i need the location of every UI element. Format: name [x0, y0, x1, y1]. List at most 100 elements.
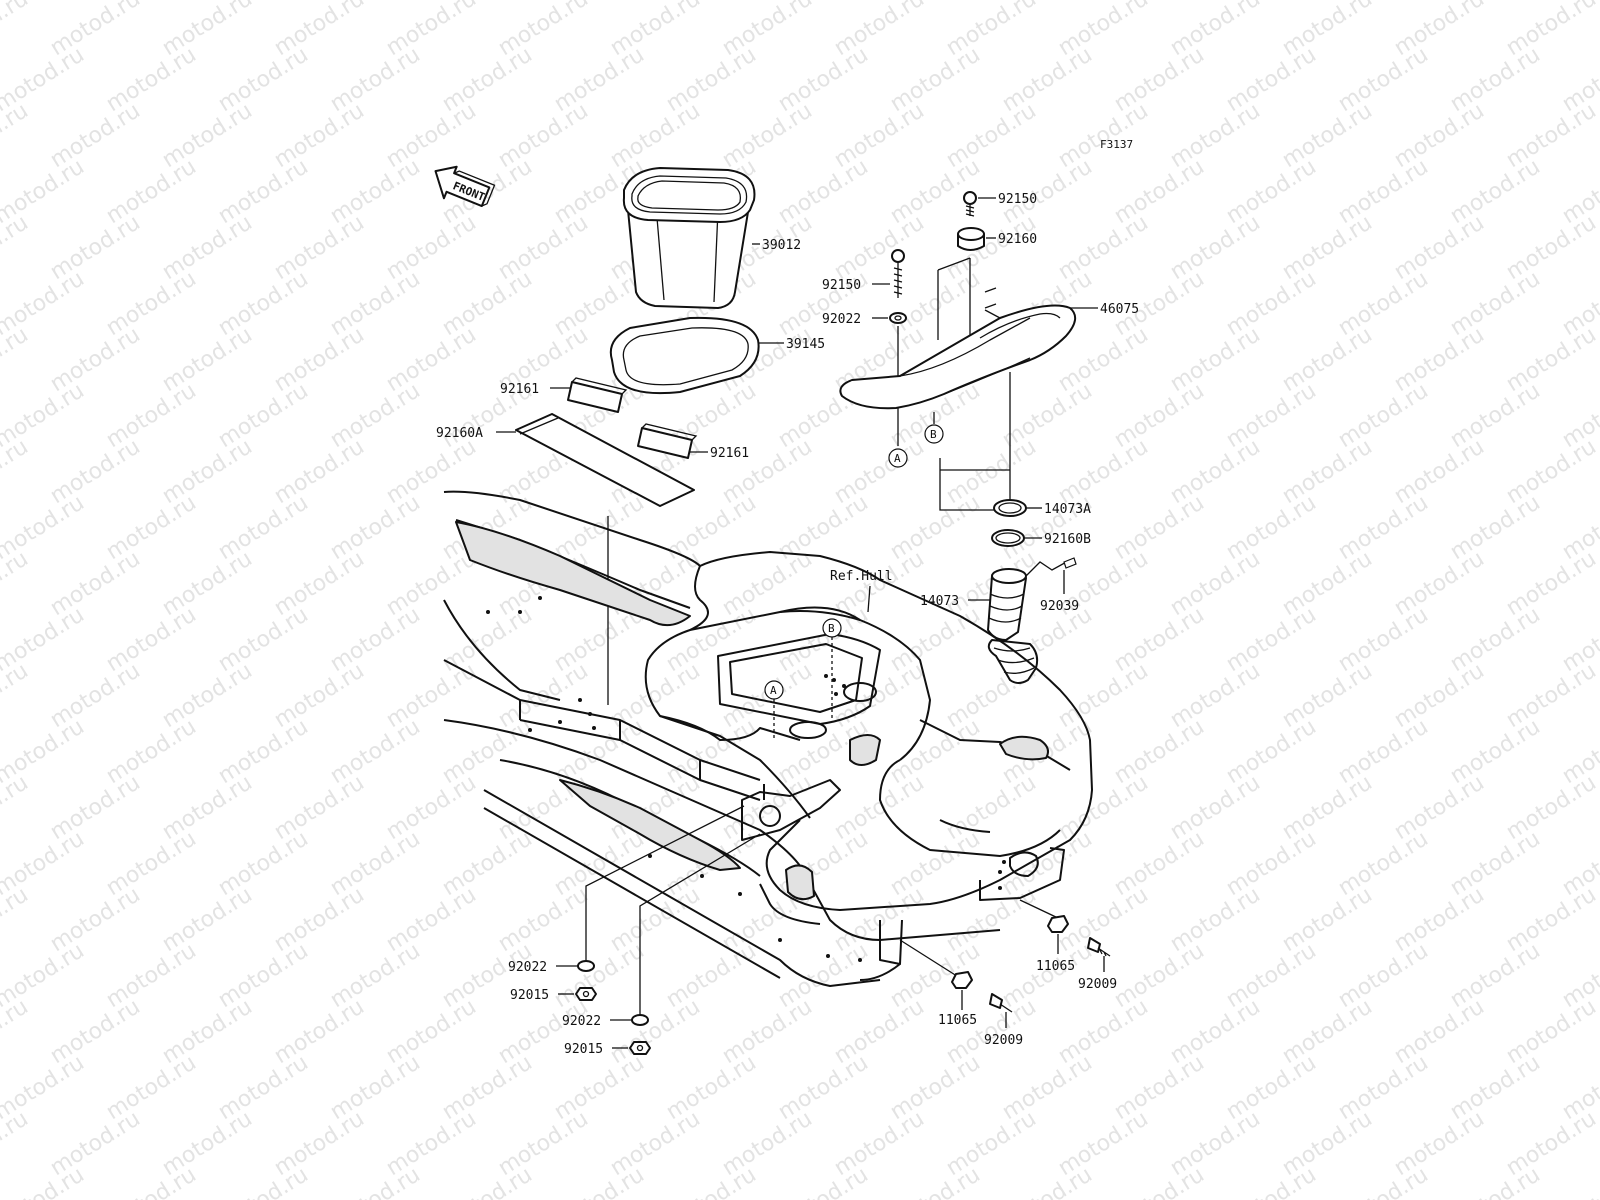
storage-bucket-part	[622, 167, 756, 309]
watermark-text: motod.ru	[1278, 994, 1377, 1069]
watermark-text: motod.ru	[1446, 1162, 1545, 1200]
collar-92160-part	[957, 227, 985, 251]
watermark-text: motod.ru	[1390, 1106, 1489, 1181]
watermark-text: motod.ru	[1054, 434, 1153, 509]
watermark-text: motod.ru	[774, 42, 873, 117]
watermark-text: motod.ru	[662, 42, 761, 117]
watermark-text: motod.ru	[1334, 490, 1433, 565]
watermark-text: motod.ru	[662, 1162, 761, 1200]
watermark-text: motod.ru	[1054, 98, 1153, 173]
watermark-text: motod.ru	[886, 602, 985, 677]
watermark-text: motod.ru	[214, 1162, 313, 1200]
watermark-text: motod.ru	[270, 322, 369, 397]
watermark-text: motod.ru	[886, 714, 985, 789]
watermark-text: motod.ru	[1278, 210, 1377, 285]
watermark-text: motod.ru	[1446, 1050, 1545, 1125]
watermark-text: motod.ru	[158, 322, 257, 397]
watermark-text: motod.ru	[438, 714, 537, 789]
watermark-text: motod.ru	[1166, 658, 1265, 733]
ring-92160b-part	[991, 529, 1025, 547]
watermark-text: motod.ru	[158, 882, 257, 957]
watermark-text: motod.ru	[886, 1162, 985, 1200]
watermark-text: motod.ru	[1166, 322, 1265, 397]
watermark-text: motod.ru	[102, 266, 201, 341]
watermark-text: motod.ru	[1390, 98, 1489, 173]
label-92161-upper: 92161	[500, 382, 539, 397]
watermark-text: motod.ru	[1222, 266, 1321, 341]
watermark-text: motod.ru	[270, 770, 369, 845]
watermark-text: motod.ru	[46, 882, 145, 957]
watermark-text: motod.ru	[270, 994, 369, 1069]
watermark-text: motod.ru	[326, 266, 425, 341]
watermark-text: motod.ru	[46, 1106, 145, 1181]
watermark-text: motod.ru	[1110, 42, 1209, 117]
watermark-text: motod.ru	[1278, 770, 1377, 845]
watermark-text: motod.ru	[1222, 1050, 1321, 1125]
watermark-text: motod.ru	[0, 770, 33, 845]
watermark-text: motod.ru	[1222, 938, 1321, 1013]
watermark-text: motod.ru	[102, 378, 201, 453]
watermark-text: motod.ru	[942, 1106, 1041, 1181]
watermark-text: motod.ru	[382, 658, 481, 733]
watermark-text: motod.ru	[494, 994, 593, 1069]
bolt-92150-left-part	[891, 249, 905, 298]
watermark-text: motod.ru	[1054, 882, 1153, 957]
watermark-text: motod.ru	[1110, 938, 1209, 1013]
label-92022-left2: 92022	[562, 1014, 601, 1029]
watermark-text: motod.ru	[1390, 322, 1489, 397]
watermark-text: motod.ru	[1166, 1106, 1265, 1181]
watermark-text: motod.ru	[1502, 882, 1600, 957]
watermark-text: motod.ru	[0, 882, 33, 957]
watermark-text: motod.ru	[1278, 546, 1377, 621]
watermark-text: motod.ru	[606, 882, 705, 957]
watermark-text: motod.ru	[46, 98, 145, 173]
label-92015-left1: 92015	[510, 988, 549, 1003]
watermark-text: motod.ru	[326, 938, 425, 1013]
watermark-text: motod.ru	[1334, 938, 1433, 1013]
watermark-text: motod.ru	[214, 42, 313, 117]
watermark-text: motod.ru	[494, 1106, 593, 1181]
watermark-text: motod.ru	[998, 826, 1097, 901]
watermark-text: motod.ru	[158, 994, 257, 1069]
watermark-text: motod.ru	[1446, 154, 1545, 229]
watermark-text: motod.ru	[774, 938, 873, 1013]
watermark-text: motod.ru	[886, 490, 985, 565]
watermark-text: motod.ru	[214, 1050, 313, 1125]
watermark-text: motod.ru	[1166, 546, 1265, 621]
clamp-92039-part	[1025, 557, 1077, 577]
label-92022-left1: 92022	[508, 960, 547, 975]
watermark-text: motod.ru	[1278, 322, 1377, 397]
watermark-text: motod.ru	[1222, 1162, 1321, 1200]
watermark-text: motod.ru	[382, 546, 481, 621]
callout-a-hull-label: A	[770, 684, 777, 697]
watermark-text: motod.ru	[158, 770, 257, 845]
watermark-text: motod.ru	[158, 210, 257, 285]
watermark-text: motod.ru	[0, 1106, 33, 1181]
washer-92022-upper-part	[889, 312, 907, 324]
watermark-text: motod.ru	[1166, 210, 1265, 285]
watermark-text: motod.ru	[102, 826, 201, 901]
watermark-text: motod.ru	[494, 210, 593, 285]
label-92160: 92160	[998, 232, 1037, 247]
label-11065-right: 11065	[1036, 959, 1075, 974]
watermark-text: motod.ru	[1110, 1050, 1209, 1125]
watermark-text: motod.ru	[1110, 154, 1209, 229]
watermark-text: motod.ru	[830, 98, 929, 173]
label-11065-center: 11065	[938, 1013, 977, 1028]
watermark-text: motod.ru	[1334, 826, 1433, 901]
watermark-text: motod.ru	[270, 1106, 369, 1181]
watermark-text: motod.ru	[942, 434, 1041, 509]
watermark-text: motod.ru	[1222, 490, 1321, 565]
watermark-text: motod.ru	[1110, 602, 1209, 677]
watermark-text: motod.ru	[382, 322, 481, 397]
watermark-text: motod.ru	[326, 378, 425, 453]
washer-92022-left1-part	[577, 960, 595, 972]
washer-92022-left2-part	[631, 1014, 649, 1026]
watermark-text: motod.ru	[942, 882, 1041, 957]
watermark-text: motod.ru	[326, 826, 425, 901]
watermark-text: motod.ru	[158, 658, 257, 733]
watermark-text: motod.ru	[158, 434, 257, 509]
callout-a-upper	[888, 448, 908, 468]
watermark-text: motod.ru	[270, 546, 369, 621]
